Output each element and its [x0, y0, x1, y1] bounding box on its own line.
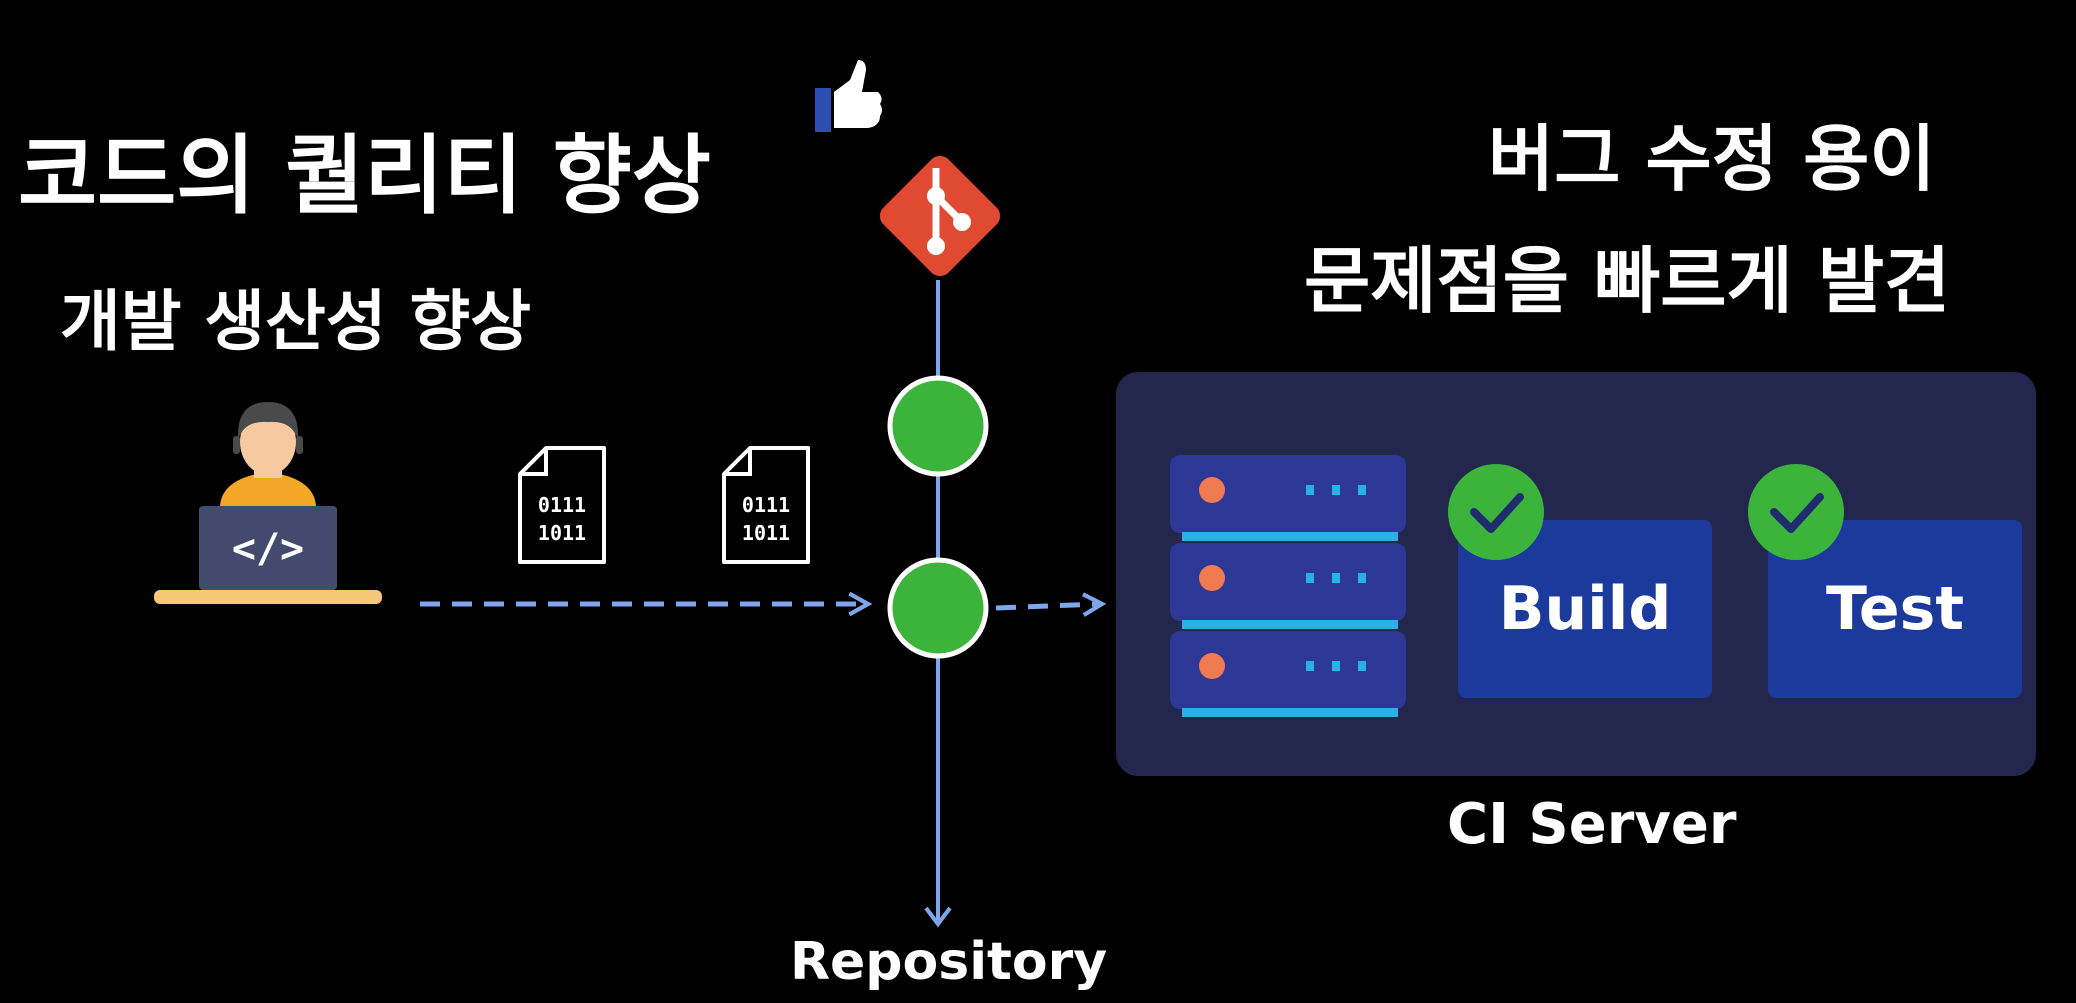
file-2-binary-line-1: 0111 — [742, 493, 790, 517]
right-title-line-1: 버그 수정 용이 — [1488, 117, 1936, 201]
check-icon — [1448, 464, 1544, 560]
repository-label: Repository — [790, 932, 1108, 992]
server-unit — [1170, 631, 1406, 717]
binary-file-icon: 0111 1011 — [518, 446, 606, 564]
developer-icon — [220, 402, 316, 506]
thumbs-up-icon — [815, 60, 882, 132]
test-stage-label: Test — [1825, 574, 1965, 644]
build-stage-label: Build — [1498, 574, 1672, 644]
server-unit — [1170, 543, 1406, 629]
git-logo-icon — [879, 155, 1001, 277]
trigger-arrow — [995, 604, 1100, 608]
left-title-line-2: 개발 생산성 향상 — [60, 283, 531, 360]
binary-file-icon: 0111 1011 — [722, 446, 810, 564]
server-unit — [1170, 455, 1406, 541]
commit-node-2 — [887, 557, 989, 659]
ci-server-label: CI Server — [1447, 792, 1737, 857]
laptop-code-glyph: </> — [232, 526, 304, 572]
laptop-icon: </> — [154, 506, 382, 604]
repository-arrow — [924, 906, 952, 928]
server-rack-icon — [1170, 455, 1406, 717]
file-1-binary-line-2: 1011 — [538, 521, 586, 545]
right-title-line-2: 문제점을 빠르게 발견 — [1304, 239, 1951, 323]
left-title-line-1: 코드의 퀄리티 향상 — [18, 126, 711, 226]
commit-node-1 — [887, 375, 989, 477]
file-2-binary-line-2: 1011 — [742, 521, 790, 545]
check-icon — [1748, 464, 1844, 560]
file-1-binary-line-1: 0111 — [538, 493, 586, 517]
